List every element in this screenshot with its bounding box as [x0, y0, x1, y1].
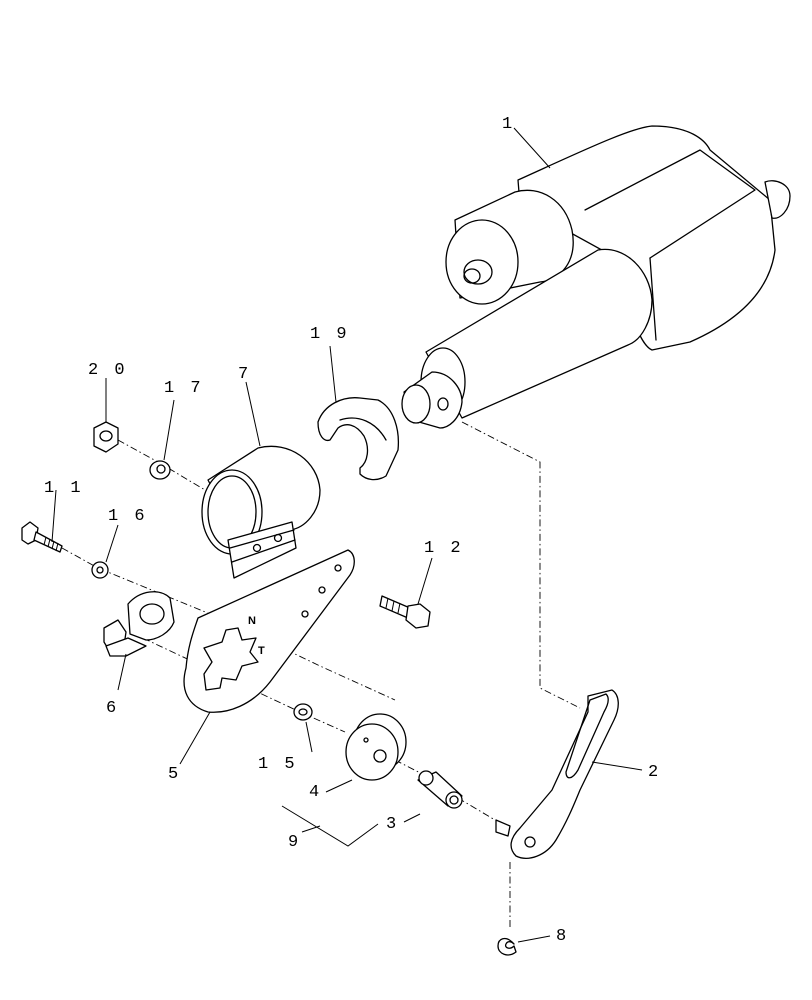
bolt-12: [379, 595, 431, 629]
callout-5: 5: [168, 765, 181, 784]
roller: [345, 713, 407, 781]
callout-20: 2 0: [88, 361, 128, 380]
clamp-sleeve: [201, 445, 321, 579]
retaining-ring: [497, 937, 517, 956]
plate-marking-t: T: [258, 645, 265, 657]
callout-6: 6: [106, 699, 119, 718]
assembly-centerlines: [61, 421, 581, 930]
callout-12: 1 2: [424, 539, 464, 558]
selector-plate: N T: [183, 549, 355, 713]
callout-8: 8: [556, 927, 569, 946]
callout-3: 3: [386, 815, 399, 834]
lock-nut: [93, 421, 119, 453]
plate-marking-n: N: [248, 615, 256, 627]
callout-1: 1: [502, 115, 515, 134]
link-bracket: [495, 689, 619, 859]
callout-labels: 1 2 3 4 5 6 7 8 9 1 1 1 2 1 5 1 6 1 7 1 …: [44, 115, 661, 946]
linear-actuator: [401, 125, 791, 429]
callout-19: 1 9: [310, 325, 350, 344]
callout-4: 4: [309, 783, 322, 802]
callout-15: 1 5: [258, 755, 298, 774]
callout-11: 1 1: [44, 479, 84, 498]
callout-16: 1 6: [108, 507, 148, 526]
pin: [417, 770, 463, 809]
washer-16: [91, 561, 109, 579]
callout-7: 7: [238, 365, 251, 384]
bolt-11: [21, 521, 63, 553]
half-sleeve: [317, 397, 400, 481]
switch: [103, 591, 175, 657]
callout-17: 1 7: [164, 379, 204, 398]
callout-9: 9: [288, 833, 301, 852]
callout-2: 2: [648, 763, 661, 782]
washer-17: [149, 460, 171, 480]
leader-lines: [51, 127, 643, 943]
washer-15: [293, 703, 313, 721]
